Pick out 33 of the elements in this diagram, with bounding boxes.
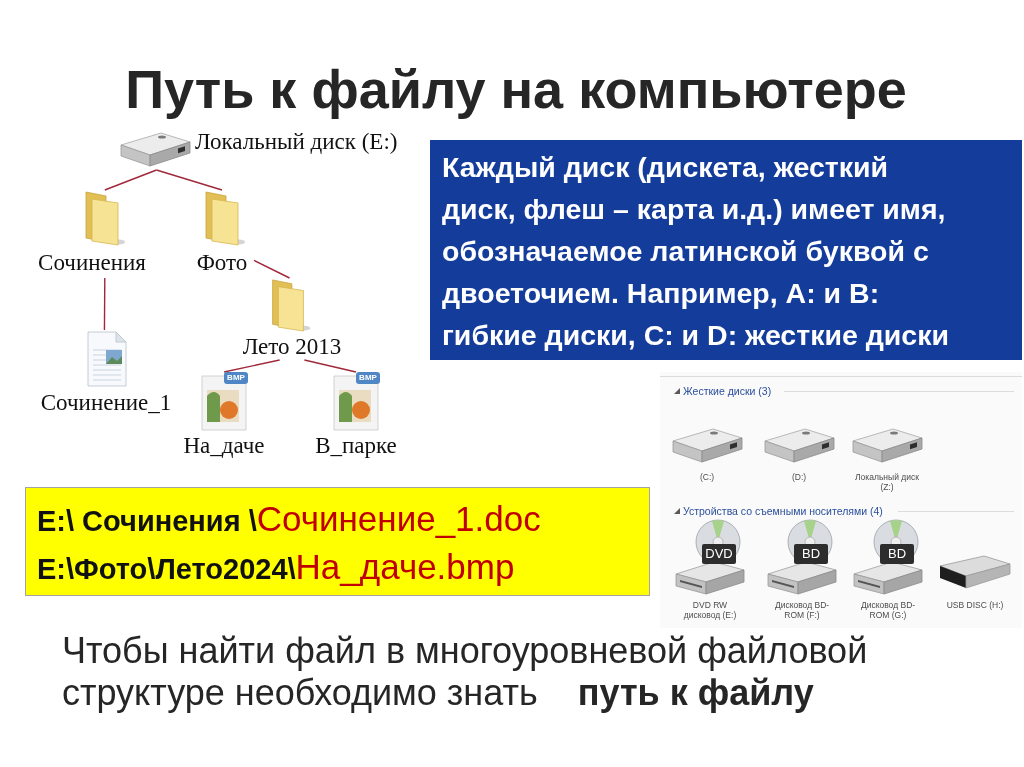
drive-caption: Дисковод BD-ROM (F:) (773, 600, 831, 620)
node-label: Фото (196, 250, 248, 276)
node-label: Сочинение_1 (40, 390, 172, 416)
note-box: Каждый диск (дискета, жесткий диск, флеш – карта и.д.) имеет имя, обозначаемое латинской буквой с двоеточием. Например, A: и B: гибкие диски, C: и D: жесткие диски (430, 140, 1022, 360)
node-label: На_даче (183, 433, 265, 459)
tree-line (253, 259, 291, 279)
file-path: E:\ Сочинения \Сочинение_1.doc (37, 498, 541, 540)
path-box (25, 487, 650, 596)
section-heading: Жесткие диски (3) (683, 385, 772, 397)
disc-type-label: DVD (704, 545, 734, 563)
note-text: Чтобы найти файл в многоуровневой файловой структуре необходимо знать путь к файлу (62, 630, 869, 714)
tree-line (155, 169, 223, 191)
node-label: Локальный диск (E:) (195, 129, 398, 155)
disc-type-label: BD (886, 545, 908, 563)
drive-caption: (D:) (791, 472, 807, 482)
drive-caption: USB DISC (H:) (946, 600, 1004, 610)
tree-line (223, 359, 281, 373)
drive-caption: DVD RW дисковод (E:) (682, 600, 738, 620)
section-heading: Устройства со съемными носителями (4) (683, 505, 883, 517)
disc-type-label: BD (800, 545, 822, 563)
drive-caption: Локальный диск (Z:) (854, 472, 920, 492)
node-label: Сочинения (38, 250, 146, 276)
node-label: В_парке (315, 433, 397, 459)
tree-line (303, 359, 357, 373)
node-label: Лето 2013 (242, 334, 342, 360)
tree-line (103, 277, 106, 331)
drive-caption: Дисковод BD-ROM (G:) (859, 600, 917, 620)
file-type-label: BMP (358, 372, 378, 384)
tree-line (104, 169, 158, 191)
slide-title: Путь к файлу на компьютере (125, 58, 907, 120)
drive-caption: (C:) (699, 472, 715, 482)
file-type-label: BMP (226, 372, 246, 384)
file-path: E:\Фото\Лето2024\На_даче.bmp (37, 546, 515, 588)
